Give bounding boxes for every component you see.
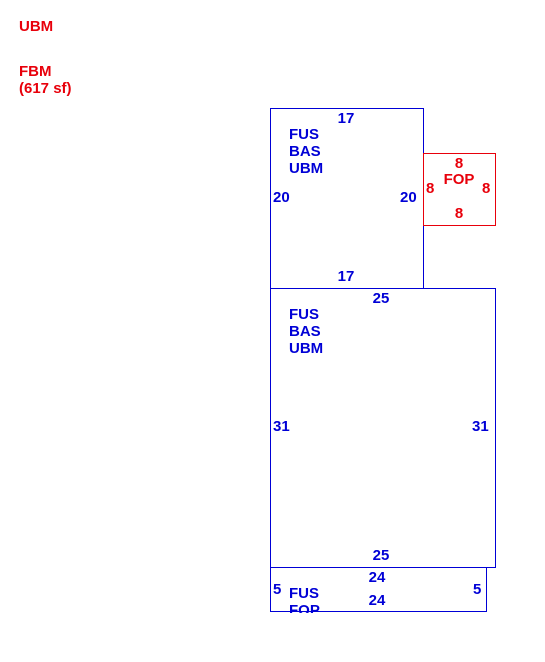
upper-bottom-dimension: 17 — [337, 268, 355, 285]
upper-top-dimension: 17 — [337, 110, 355, 127]
front-right-dimension: 5 — [473, 581, 482, 598]
legend-ubm: UBM — [19, 18, 54, 35]
main-right-dimension: 31 — [472, 418, 489, 435]
front-bottom-dimension: 24 — [368, 592, 386, 609]
upper-right-dimension: 20 — [400, 189, 417, 206]
legend-area: (617 sf) — [19, 80, 72, 97]
front-area-outline — [270, 567, 487, 612]
front-label-fop-clip: FOP — [280, 598, 360, 613]
front-top-dimension: 24 — [368, 569, 386, 586]
main-label-fus: FUS — [289, 306, 319, 323]
front-label-fus: FUS — [289, 585, 319, 602]
porch-label-fop: FOP — [443, 171, 475, 188]
upper-left-dimension: 20 — [273, 189, 290, 206]
upper-label-fus: FUS — [289, 126, 319, 143]
porch-top-dimension: 8 — [454, 155, 464, 172]
front-left-dimension: 5 — [273, 581, 282, 598]
porch-bottom-dimension: 8 — [454, 205, 464, 222]
front-label-fop: FOP — [289, 602, 320, 613]
porch-area-outline — [423, 153, 496, 226]
porch-right-dimension: 8 — [482, 180, 491, 197]
main-top-dimension: 25 — [372, 290, 390, 307]
upper-label-ubm: UBM — [289, 160, 324, 177]
main-label-ubm: UBM — [289, 340, 324, 357]
legend-fbm: FBM — [19, 63, 52, 80]
main-left-dimension: 31 — [273, 418, 290, 435]
main-label-bas: BAS — [289, 323, 321, 340]
upper-label-bas: BAS — [289, 143, 321, 160]
porch-left-dimension: 8 — [426, 180, 435, 197]
main-bottom-dimension: 25 — [372, 547, 390, 564]
